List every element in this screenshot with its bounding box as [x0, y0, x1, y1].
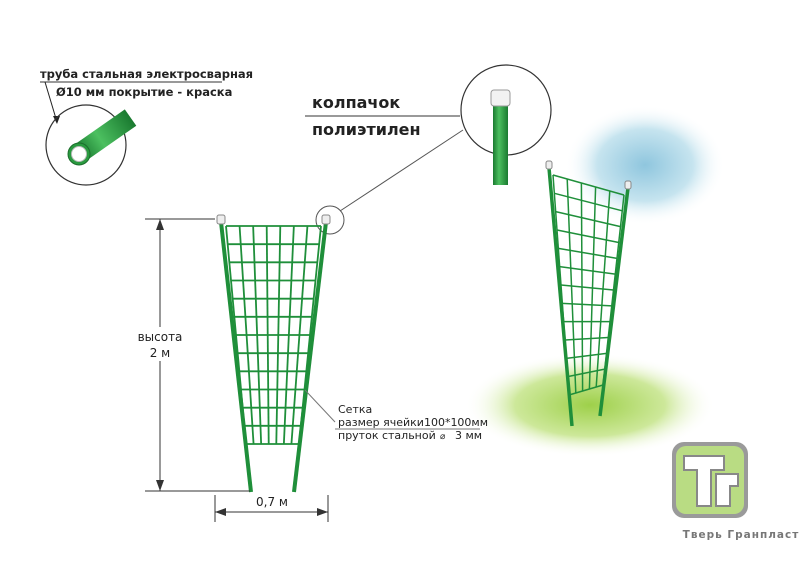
- mesh-horizontal-wire: [560, 284, 614, 291]
- persp-right-pole: [598, 187, 630, 417]
- pipe-detail: труба стальная электросварная Ø10 мм пок…: [40, 67, 253, 186]
- persp-left-pole: [547, 167, 574, 427]
- right-cap: [321, 214, 331, 225]
- width-value: 0,7 м: [256, 495, 288, 509]
- cap-label-2: полиэтилен: [312, 120, 421, 139]
- height-dimension: высота 2 м: [130, 218, 250, 492]
- cap-icon: [490, 89, 511, 107]
- mesh-horizontal-wire: [564, 336, 609, 341]
- company-name: Тверь Гранпласт: [683, 529, 800, 541]
- cap-label-1: колпачок: [312, 93, 400, 112]
- height-value: 2 м: [150, 346, 171, 360]
- left-cap: [216, 214, 226, 225]
- mesh-horizontal-wire: [559, 265, 616, 275]
- persp-left-cap: [545, 160, 553, 170]
- height-label: высота: [138, 330, 183, 344]
- persp-right-cap: [624, 180, 632, 190]
- mesh-horizontal-wire: [567, 368, 605, 378]
- pipe-label-1: труба стальная электросварная: [40, 67, 253, 81]
- width-dimension: 0,7 м: [214, 495, 329, 522]
- mesh-horizontal-wire: [568, 384, 604, 396]
- mesh-horizontal-wire: [566, 352, 607, 360]
- cap-marker-circle: [315, 205, 345, 235]
- pipe-zoom-circle: [45, 104, 127, 186]
- mesh-horizontal-wire: [562, 302, 612, 307]
- sky-blob: [565, 105, 725, 225]
- left-pole: [219, 221, 253, 493]
- mesh-annotation: Сетка размер ячейки100*100мм пруток стал…: [304, 389, 488, 442]
- mesh-horizontal-wire: [554, 192, 623, 212]
- pipe-body: [74, 109, 137, 162]
- company-logo: Тверь Гранпласт: [672, 442, 800, 541]
- mesh-horizontal-wire: [556, 229, 619, 244]
- mesh-horizontal-wire: [552, 174, 625, 196]
- cap-detail: колпачок полиэтилен: [305, 64, 552, 235]
- right-pole: [292, 221, 328, 493]
- mesh-horizontal-wire: [555, 210, 621, 228]
- mesh-label-3-value: 3 мм: [455, 429, 482, 442]
- mesh-label-3: пруток стальной: [338, 429, 436, 442]
- mesh-label-1: Сетка: [338, 403, 372, 416]
- pipe-label-2: Ø10 мм покрытие - краска: [56, 85, 232, 99]
- grass-blob: [465, 353, 715, 457]
- mesh-horizontal-wire: [558, 247, 618, 260]
- cap-tube: [493, 98, 508, 185]
- mesh-label-2: размер ячейки100*100мм: [338, 416, 488, 429]
- diameter-icon: ⌀: [440, 432, 446, 442]
